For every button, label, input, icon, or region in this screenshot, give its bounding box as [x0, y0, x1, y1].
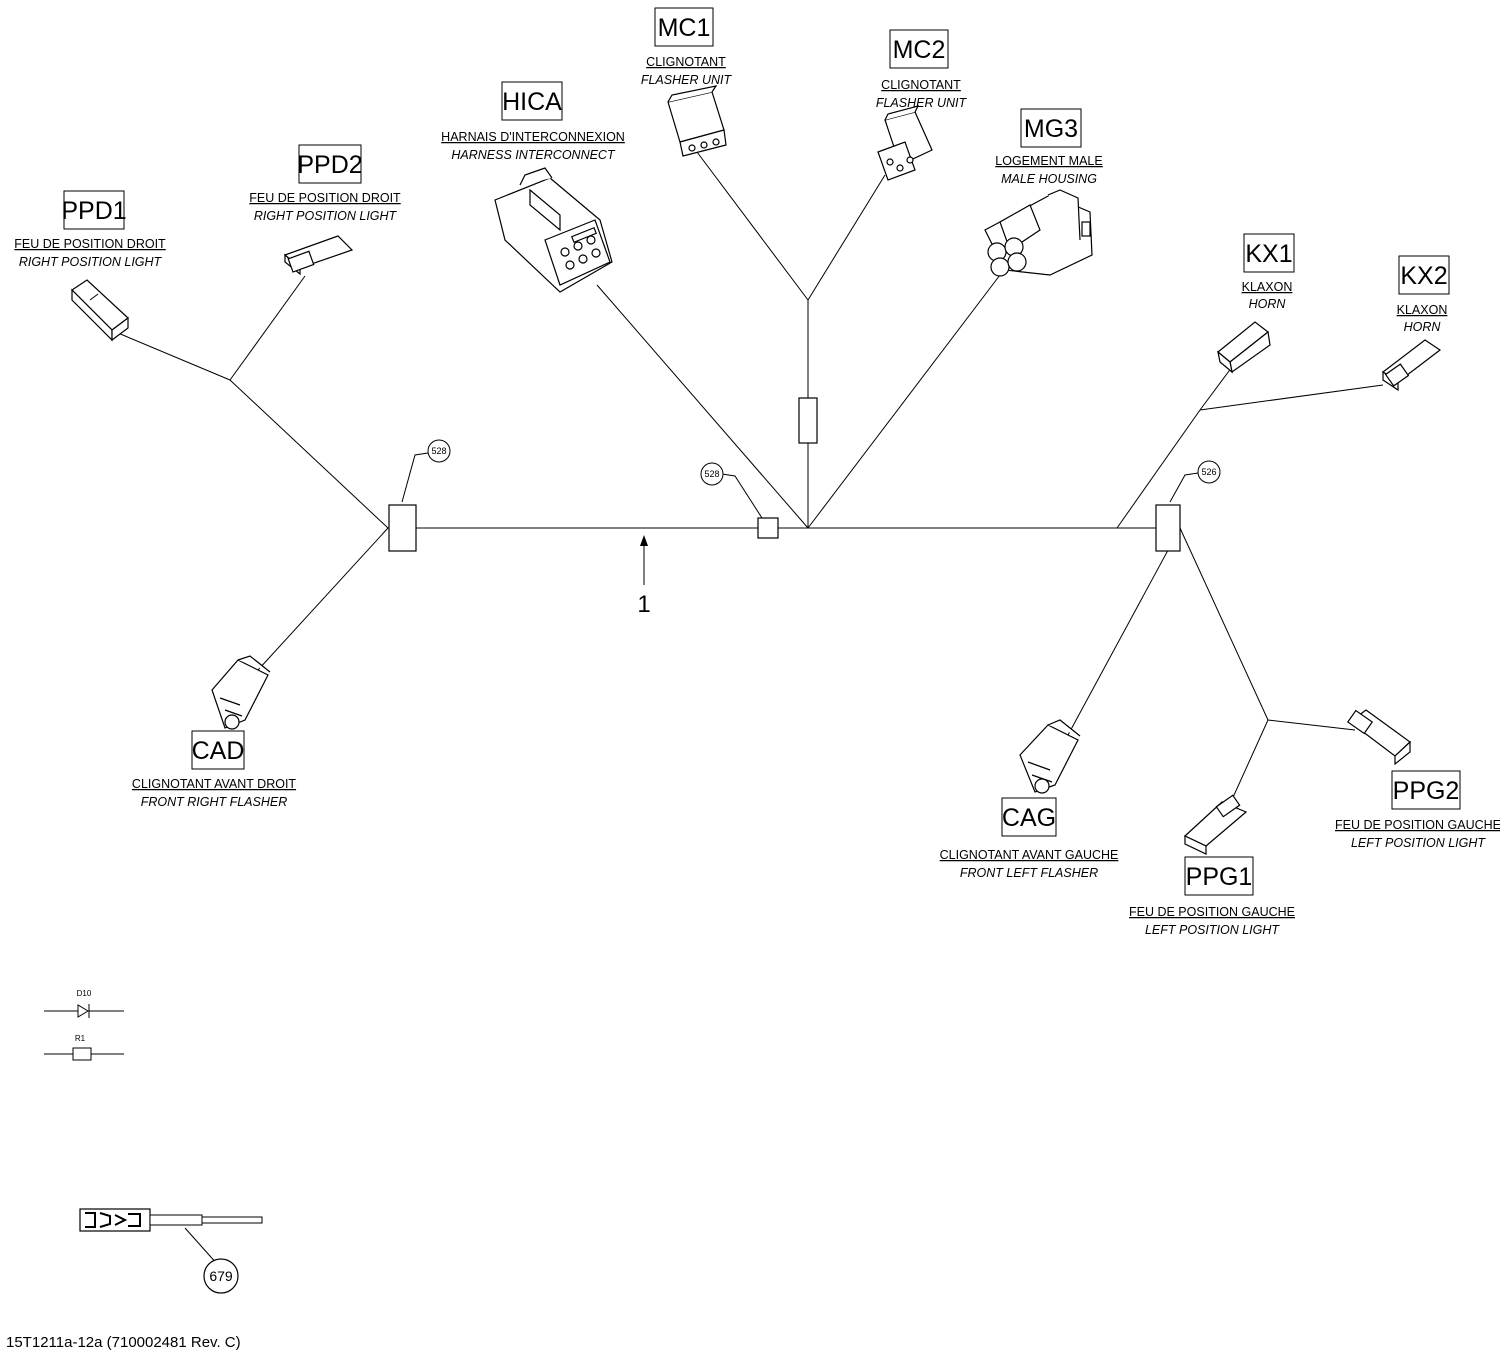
svg-text:MC2: MC2 [893, 36, 946, 64]
svg-text:MG3: MG3 [1024, 115, 1078, 143]
drawing-reference: 15T1211a-12a (710002481 Rev. C) [6, 1334, 241, 1351]
svg-text:FLASHER UNIT: FLASHER UNIT [641, 73, 733, 87]
svg-text:CAD: CAD [192, 737, 245, 765]
callout-left: 528 [427, 439, 451, 463]
sleeve-left [388, 504, 417, 552]
svg-text:528: 528 [704, 469, 719, 479]
label-ppd1: PPD1 FEU DE POSITION DROIT RIGHT POSITIO… [14, 190, 166, 269]
svg-text:CLIGNOTANT: CLIGNOTANT [881, 78, 961, 92]
main-item-arrow: 1 [637, 535, 651, 618]
ppg1-connector-icon [1183, 794, 1248, 855]
svg-text:FEU DE POSITION GAUCHE: FEU DE POSITION GAUCHE [1335, 818, 1500, 832]
label-mg3: MG3 LOGEMENT MALE MALE HOUSING [995, 108, 1103, 186]
harness-wires [117, 151, 1384, 1266]
svg-text:526: 526 [1201, 467, 1216, 477]
svg-text:FRONT RIGHT FLASHER: FRONT RIGHT FLASHER [141, 795, 288, 809]
legend-diode: D10 [44, 989, 124, 1018]
label-ppg2: PPG2 FEU DE POSITION GAUCHE LEFT POSITIO… [1335, 770, 1500, 850]
hica-connector-icon [494, 167, 613, 293]
sleeve-right [1155, 504, 1181, 552]
label-hica: HICA HARNAIS D'INTERCONNEXION HARNESS IN… [441, 81, 625, 162]
svg-text:MC1: MC1 [658, 14, 711, 42]
svg-text:CAG: CAG [1002, 804, 1056, 832]
label-kx2: KX2 KLAXON HORN [1397, 255, 1450, 334]
svg-text:FEU DE POSITION DROIT: FEU DE POSITION DROIT [249, 191, 401, 205]
svg-text:FEU DE POSITION DROIT: FEU DE POSITION DROIT [14, 237, 166, 251]
svg-text:679: 679 [209, 1268, 233, 1284]
svg-text:528: 528 [431, 446, 446, 456]
harness-sleeves [388, 397, 1181, 552]
callout-terminal: 679 [203, 1258, 239, 1294]
svg-text:PPG2: PPG2 [1393, 777, 1460, 805]
svg-text:FRONT LEFT FLASHER: FRONT LEFT FLASHER [960, 866, 1098, 880]
svg-text:D10: D10 [77, 989, 92, 998]
svg-text:HORN: HORN [1249, 297, 1287, 311]
sleeve-vertical [798, 397, 818, 444]
svg-text:KX2: KX2 [1400, 262, 1447, 290]
label-cag: CAG CLIGNOTANT AVANT GAUCHE FRONT LEFT F… [940, 797, 1119, 880]
label-mc2: MC2 CLIGNOTANT FLASHER UNIT [876, 29, 968, 110]
kx1-connector-icon [1217, 321, 1271, 374]
svg-text:CLIGNOTANT AVANT GAUCHE: CLIGNOTANT AVANT GAUCHE [940, 848, 1119, 862]
svg-text:MALE HOUSING: MALE HOUSING [1001, 172, 1097, 186]
svg-text:PPD1: PPD1 [61, 197, 126, 225]
svg-text:RIGHT POSITION LIGHT: RIGHT POSITION LIGHT [19, 255, 163, 269]
ppd2-connector-icon [283, 235, 354, 276]
label-kx1: KX1 KLAXON HORN [1242, 233, 1295, 311]
svg-text:KLAXON: KLAXON [1242, 280, 1293, 294]
callout-center: 528 [700, 462, 724, 486]
svg-text:HARNESS INTERCONNECT: HARNESS INTERCONNECT [451, 148, 616, 162]
legend-resistor: R1 [44, 1034, 124, 1061]
svg-text:HORN: HORN [1404, 320, 1442, 334]
label-cad: CAD CLIGNOTANT AVANT DROIT FRONT RIGHT F… [132, 730, 297, 809]
svg-text:CLIGNOTANT AVANT DROIT: CLIGNOTANT AVANT DROIT [132, 777, 297, 791]
kx2-connector-icon [1381, 339, 1442, 392]
svg-text:FEU DE POSITION GAUCHE: FEU DE POSITION GAUCHE [1129, 905, 1295, 919]
label-mc1: MC1 CLIGNOTANT FLASHER UNIT [641, 7, 733, 87]
svg-text:PPG1: PPG1 [1186, 863, 1253, 891]
svg-text:LEFT POSITION LIGHT: LEFT POSITION LIGHT [1351, 836, 1486, 850]
mc2-connector-icon [877, 105, 933, 181]
cad-connector-icon [211, 655, 271, 730]
cag-connector-icon [1019, 719, 1081, 794]
svg-text:HARNAIS D'INTERCONNEXION: HARNAIS D'INTERCONNEXION [441, 130, 625, 144]
svg-text:KLAXON: KLAXON [1397, 303, 1448, 317]
svg-text:CLIGNOTANT: CLIGNOTANT [646, 55, 726, 69]
ppg2-connector-icon [1346, 709, 1411, 766]
mg3-connector-icon [984, 189, 1093, 277]
mc1-connector-icon [667, 85, 727, 157]
label-ppg1: PPG1 FEU DE POSITION GAUCHE LEFT POSITIO… [1129, 856, 1295, 937]
svg-text:LOGEMENT MALE: LOGEMENT MALE [995, 154, 1102, 168]
sleeve-center [757, 517, 779, 539]
callout-right: 526 [1197, 460, 1221, 484]
svg-text:PPD2: PPD2 [297, 151, 362, 179]
label-ppd2: PPD2 FEU DE POSITION DROIT RIGHT POSITIO… [249, 144, 401, 223]
svg-text:R1: R1 [75, 1034, 86, 1043]
svg-text:HICA: HICA [502, 88, 562, 116]
svg-text:1: 1 [637, 591, 650, 618]
svg-text:LEFT POSITION LIGHT: LEFT POSITION LIGHT [1145, 923, 1280, 937]
terminal-icon [79, 1208, 263, 1232]
ppd1-connector-icon [71, 279, 129, 342]
svg-text:RIGHT POSITION LIGHT: RIGHT POSITION LIGHT [254, 209, 398, 223]
svg-text:FLASHER UNIT: FLASHER UNIT [876, 96, 968, 110]
svg-text:KX1: KX1 [1245, 240, 1292, 268]
